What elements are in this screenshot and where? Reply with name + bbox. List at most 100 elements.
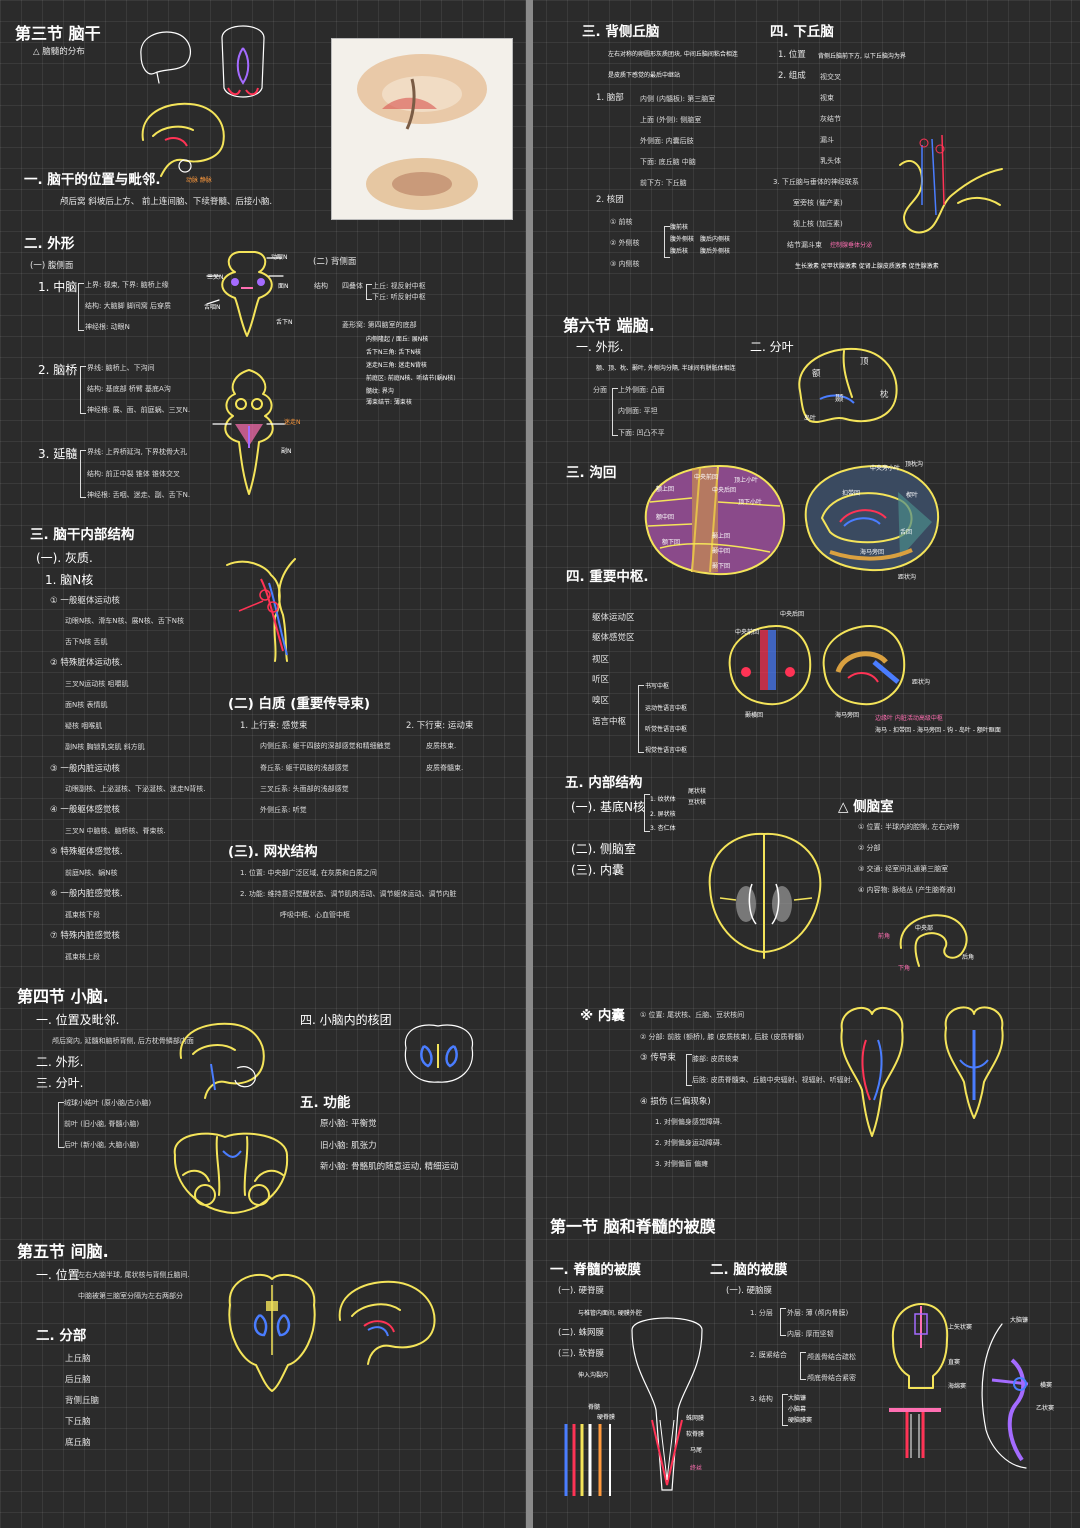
centers-lateral-drawing <box>728 625 812 706</box>
lv-2: ② 分部 <box>858 844 881 852</box>
hyp-3c2: 控制腺垂体分泌 <box>830 242 873 249</box>
tel-external-text: 额、顶、枕、颞叶, 外侧沟分隔, 半球间有胼胝体相连 <box>596 365 736 372</box>
ventral-brainstem-drawing <box>206 251 284 337</box>
brainstem-nuclei-drawing <box>226 558 296 662</box>
tel-internal-title: 五. 内部结构 <box>565 775 643 791</box>
gyrus-paracentral: 中央旁小叶 <box>870 465 901 472</box>
center-visual: 视区 <box>592 655 610 665</box>
sinus-label-straight: 直窦 <box>948 1359 961 1366</box>
lang-motor: 运动性语言中枢 <box>645 705 688 712</box>
ic-4c: 3. 对侧偏盲 偏瘫 <box>655 1160 709 1168</box>
dura-attach-2: 颅底骨结合紧密 <box>807 1374 856 1382</box>
dorsal-side-title: (二) 背侧面 <box>313 257 357 267</box>
cerebellum-ventral-drawing <box>173 1132 289 1214</box>
thal-sub-4: 腹后内侧核 <box>700 236 731 243</box>
dura-attach: 2. 膜紧结合 <box>750 1351 787 1359</box>
spine-label-cauda: 马尾 <box>690 1447 703 1454</box>
gray-e: ⑤ 特殊躯体感觉核. <box>50 847 123 857</box>
diencephalon-coronal-drawing <box>228 1274 316 1392</box>
dorsal-superior-colliculus: 上丘: 视反射中枢 <box>372 282 426 290</box>
center-motor: 躯体运动区 <box>592 613 635 623</box>
tel-lobes-title: 二. 分叶 <box>750 340 794 354</box>
section-title-meninges: 第一节 脑和脊髓的被膜 <box>550 1217 716 1236</box>
part-subthalamus: 底丘脑 <box>65 1438 91 1448</box>
hypothalamus-3: 3. 下丘脑与垂体的神经联系 <box>773 178 859 186</box>
midbrain-line-3: 神经根: 动眼N <box>85 323 130 331</box>
dorsal-quadrigemina: 四叠体 <box>342 282 363 290</box>
brainstem-coronal-sketch <box>221 25 265 98</box>
sulcus-calcarine: 距状沟 <box>898 574 917 581</box>
gyrus-superior-frontal: 额上回 <box>656 486 675 493</box>
lobe-insula: 岛叶 <box>804 415 817 422</box>
thal-sub-1: 腹前核 <box>670 224 689 231</box>
thalamus-2: 2. 核团 <box>596 195 624 205</box>
function-archicerebellum: 原小脑: 平衡觉 <box>320 1119 377 1129</box>
cerebellum-function-title: 五. 功能 <box>300 1095 351 1111</box>
white-2a: 皮质核束. <box>426 742 457 750</box>
pons-line-3: 神经根: 展、面、前庭蜗、三叉N. <box>87 406 191 414</box>
tel-surface-label: 分面 <box>593 386 607 394</box>
internal-capsule-drawing-1 <box>840 1006 904 1137</box>
dorsal-inferior-colliculus: 下丘: 听反射中枢 <box>372 293 426 301</box>
gray-d1: 三叉N 中脑核、脑桥核、脊束核. <box>65 827 166 835</box>
thalamus-text-2: 是皮质下感觉的最后中继站 <box>608 72 681 79</box>
rhomboid-item-5: 髓纹: 界沟 <box>366 388 394 395</box>
reticular-1: 1. 位置: 中央部广泛区域, 在灰质和白质之间 <box>240 869 377 877</box>
cerebellum-lobe-2: 前叶 (旧小脑, 脊髓小脑) <box>64 1120 140 1128</box>
ic-4a: 1. 对侧偏身感觉障碍. <box>655 1118 723 1126</box>
gyrus-middle-temporal: 颞中回 <box>712 548 731 555</box>
tel-surface-1: 上外侧面: 凸面 <box>618 386 665 394</box>
gray-g1: 孤束核上段 <box>65 953 100 961</box>
dura-sinus: 硬脑膜窦 <box>788 1417 813 1424</box>
hyp-3a: 室旁核 (催产素) <box>793 199 843 207</box>
rhomboid-item-3: 迷走N三角: 迷走N背核 <box>366 362 427 369</box>
external-shape-title: 二. 外形 <box>24 236 75 252</box>
rhomboid-item-1: 内侧隆起 / 面丘: 展N核 <box>366 336 429 343</box>
gyrus-inferior-frontal: 额下回 <box>662 539 681 546</box>
gray-f1: 孤束核下段 <box>65 911 100 919</box>
lateral-ventricle-title: △ 侧脑室 <box>838 799 894 815</box>
limbic-note-2: 海马 - 扣带回 - 海马旁回 - 钩 - 岛叶 - 额叶眶面 <box>875 727 1001 734</box>
medulla-line-2: 结构: 前正中裂 锥体 锥体交叉 <box>87 470 181 478</box>
lv-part-posterior: 后角 <box>962 954 975 961</box>
hypothalamus-pituitary-drawing <box>899 134 1003 234</box>
gray-a1: 动眼N核、滑车N核、展N核、舌下N核 <box>65 617 184 625</box>
gray-d: ④ 一般躯体感觉核 <box>50 805 120 815</box>
diencephalon-sagittal-drawing <box>338 1280 436 1365</box>
spinal-cord-drawing <box>631 1317 703 1491</box>
hypothalamus-2: 2. 组成 <box>778 71 806 81</box>
gyrus-precentral: 中央前回 <box>694 474 719 481</box>
gray-matter-title: (一). 灰质. <box>36 551 93 565</box>
gray-c1: 动眼副核、上泌涎核、下泌涎核、迷走N背核. <box>65 785 206 793</box>
cerebellum-nuclei-drawing <box>404 1024 474 1083</box>
sinus-label-cavernous: 海绵窦 <box>948 1383 967 1390</box>
gyrus-superior-parietal: 顶上小叶 <box>734 477 759 484</box>
label-transverse-temporal: 颞横回 <box>745 712 764 719</box>
ventral-side-title: (一) 腹侧面 <box>30 261 74 271</box>
tel-centers-title: 四. 重要中枢. <box>566 569 649 585</box>
cranial-nuclei-title: 1. 脑N核 <box>45 573 94 587</box>
gray-g: ⑦ 特殊内脏感觉核 <box>50 931 120 941</box>
sulcus-parieto-occipital: 顶枕沟 <box>905 461 924 468</box>
basal-item-3: 3. 杏仁体 <box>650 825 676 832</box>
thalamus-2c: ③ 内侧核 <box>610 260 640 268</box>
gyrus-lingual: 舌回 <box>900 529 913 536</box>
white-1b: 脊丘系: 躯干四肢的浅部感觉 <box>260 764 349 772</box>
ic-3a: 膝部: 皮质核束 <box>692 1055 739 1063</box>
hypothalamus-title: 四. 下丘脑 <box>770 24 834 40</box>
white-ascending: 1. 上行束: 感觉束 <box>240 721 308 731</box>
column-divider <box>526 0 533 1528</box>
medial-gyri-drawing <box>804 464 940 572</box>
lateral-ventricle-section: (二). 侧脑室 <box>571 842 636 856</box>
dura-inner: 内层: 厚而坚韧 <box>787 1330 834 1338</box>
hypothalamus-1: 1. 位置 <box>778 50 806 60</box>
gray-c: ③ 一般内脏运动核 <box>50 764 120 774</box>
white-2b: 皮质脊髓束. <box>426 764 464 772</box>
lang-auditory: 听觉性语言中枢 <box>645 726 688 733</box>
basal-nuclei-drawing <box>708 832 822 959</box>
internal-capsule-drawing-2 <box>944 1006 1004 1119</box>
white-descending: 2. 下行束: 运动束 <box>406 721 474 731</box>
gyrus-parahippocampal: 海马旁回 <box>860 549 885 556</box>
hyp-comp-3: 灰结节 <box>820 115 841 123</box>
function-neocerebellum: 新小脑: 骨骼肌的随意运动, 精细运动 <box>320 1162 459 1172</box>
